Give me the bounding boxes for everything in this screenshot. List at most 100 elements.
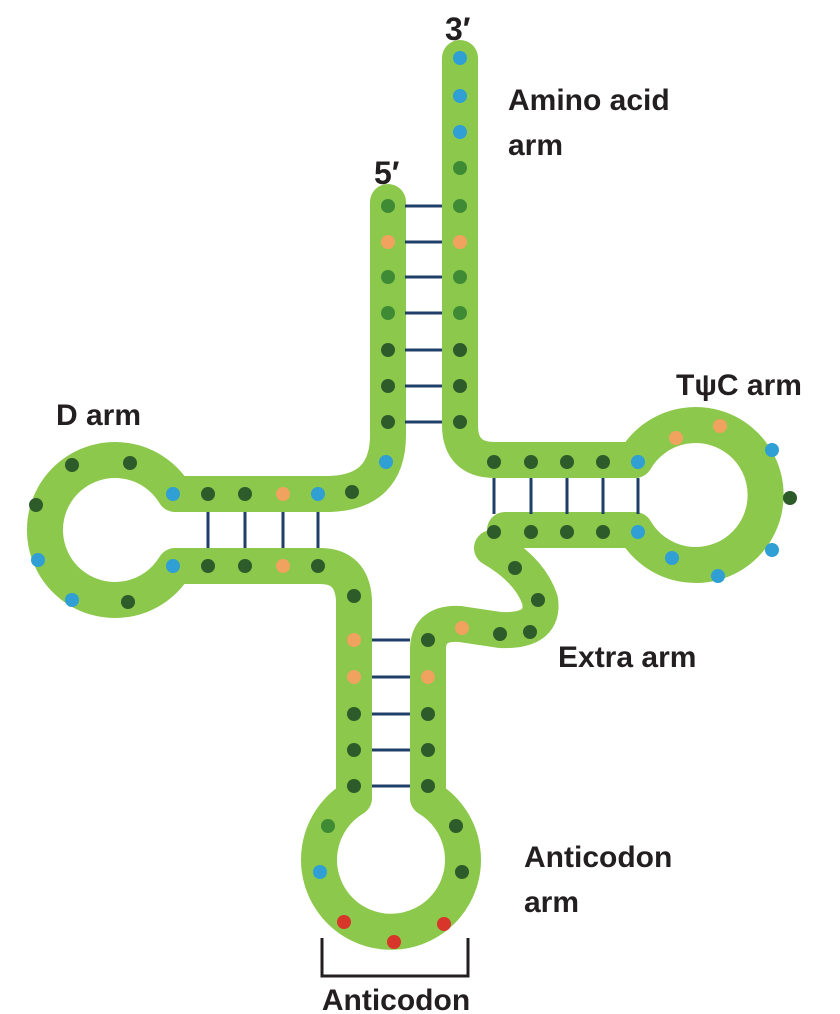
nucleotide	[508, 561, 522, 575]
nucleotide	[560, 525, 574, 539]
base-pairs	[206, 204, 640, 788]
nucleotide	[238, 487, 252, 501]
tpsic-arm-label: TψC arm	[676, 369, 802, 402]
nucleotide	[453, 199, 467, 213]
anticodon-bracket	[320, 938, 470, 978]
nucleotide	[523, 625, 537, 639]
nucleotide	[381, 235, 395, 249]
nucleotide	[524, 455, 538, 469]
nucleotide	[276, 487, 290, 501]
nucleotide	[531, 593, 545, 607]
extra-arm-label: Extra arm	[558, 641, 696, 674]
nucleotide	[379, 455, 393, 469]
anticodon-nucleotide	[437, 917, 451, 931]
nucleotide	[166, 487, 180, 501]
nucleotide	[201, 487, 215, 501]
nucleotide	[381, 379, 395, 393]
nucleotide	[421, 707, 435, 721]
nucleotide	[665, 551, 679, 565]
nucleotides	[29, 51, 797, 949]
nucleotide	[449, 819, 463, 833]
nucleotide	[381, 199, 395, 213]
nucleotide	[765, 543, 779, 557]
nucleotide	[713, 419, 727, 433]
nucleotide	[123, 456, 137, 470]
nucleotide	[121, 595, 135, 609]
labels: 3′ 5′ Amino acid arm D arm TψC arm Extra…	[56, 11, 802, 1014]
nucleotide	[381, 415, 395, 429]
nucleotide	[560, 455, 574, 469]
nucleotide	[524, 525, 538, 539]
nucleotide	[453, 343, 467, 357]
nucleotide	[347, 633, 361, 647]
nucleotide	[421, 779, 435, 793]
nucleotide	[321, 819, 335, 833]
five-prime-label: 5′	[374, 155, 400, 191]
nucleotide	[596, 525, 610, 539]
anticodon-nucleotide	[387, 935, 401, 949]
nucleotide	[453, 306, 467, 320]
nucleotide	[631, 525, 645, 539]
nucleotide	[453, 89, 467, 103]
nucleotide	[453, 270, 467, 284]
nucleotide	[347, 779, 361, 793]
acceptor-stem-base-pairs	[405, 204, 442, 424]
strand-5prime-d-arm	[27, 184, 406, 816]
nucleotide	[453, 235, 467, 249]
nucleotide	[453, 51, 467, 65]
nucleotide	[493, 627, 507, 641]
nucleotide	[711, 569, 725, 583]
nucleotide	[765, 443, 779, 457]
strand-anticodon-extra-arm	[410, 530, 559, 816]
tpsic-stem-base-pairs	[492, 478, 640, 514]
nucleotide	[345, 485, 359, 499]
amino-acid-arm-label-line2: arm	[508, 129, 563, 162]
nucleotide	[421, 743, 435, 757]
nucleotide	[238, 559, 252, 573]
nucleotide	[487, 455, 501, 469]
nucleotide	[669, 431, 683, 445]
nucleotide	[313, 865, 327, 879]
nucleotide	[347, 707, 361, 721]
nucleotide	[31, 553, 45, 567]
nucleotide	[65, 458, 79, 472]
nucleotide	[29, 498, 43, 512]
amino-acid-arm-label-line1: Amino acid	[508, 84, 670, 117]
anticodon-label: Anticodon	[322, 984, 470, 1014]
nucleotide	[311, 487, 325, 501]
nucleotide	[381, 306, 395, 320]
nucleotide	[453, 379, 467, 393]
nucleotide	[487, 525, 501, 539]
nucleotide	[631, 455, 645, 469]
nucleotide	[347, 743, 361, 757]
nucleotide	[453, 161, 467, 175]
trna-backbone	[27, 40, 784, 950]
d-stem-base-pairs	[206, 512, 320, 548]
anticodon-stem-base-pairs	[372, 638, 410, 788]
nucleotide	[347, 589, 361, 603]
nucleotide	[455, 865, 469, 879]
nucleotide	[347, 670, 361, 684]
nucleotide	[201, 559, 215, 573]
nucleotide	[453, 415, 467, 429]
anticodon-arm-label-line2: arm	[524, 886, 579, 919]
nucleotide	[381, 270, 395, 284]
nucleotide	[65, 593, 79, 607]
strand-anticodon-loop	[301, 780, 481, 950]
nucleotide	[166, 559, 180, 573]
nucleotide	[421, 633, 435, 647]
d-arm-label: D arm	[56, 399, 141, 432]
nucleotide	[421, 670, 435, 684]
nucleotide	[783, 491, 797, 505]
nucleotide	[455, 621, 469, 635]
nucleotide	[596, 455, 610, 469]
nucleotide	[381, 343, 395, 357]
strand-3prime-acceptor	[442, 40, 653, 478]
nucleotide	[453, 125, 467, 139]
nucleotide	[311, 559, 325, 573]
anticodon-arm-label-line1: Anticodon	[524, 841, 672, 874]
nucleotide	[276, 559, 290, 573]
anticodon-nucleotide	[337, 915, 351, 929]
three-prime-label: 3′	[445, 11, 471, 47]
